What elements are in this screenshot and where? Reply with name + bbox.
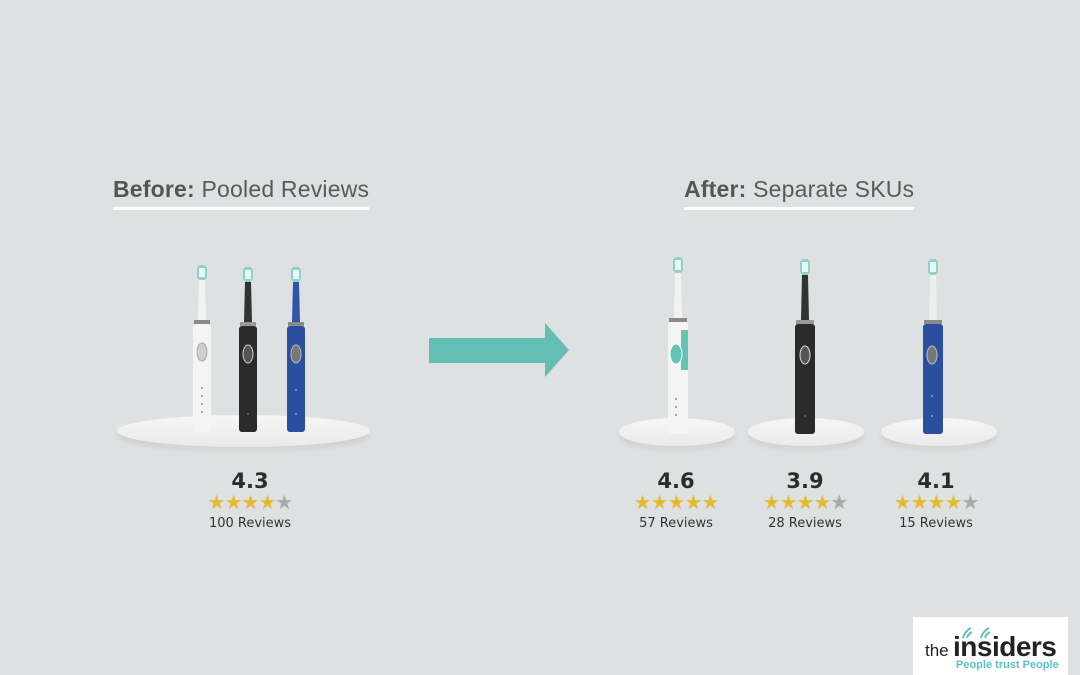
review-count: 57 Reviews bbox=[639, 516, 713, 531]
star-empty-icon: ★ bbox=[961, 490, 979, 514]
star-icon: ★ bbox=[813, 490, 831, 514]
star-empty-icon: ★ bbox=[275, 490, 293, 514]
star-icon: ★ bbox=[779, 490, 798, 514]
star-icon: ★ bbox=[224, 490, 243, 514]
toothbrush-black bbox=[795, 259, 815, 434]
star-icon: ★ bbox=[762, 490, 781, 514]
star-icon: ★ bbox=[701, 490, 719, 514]
logo-insiders: insiders bbox=[953, 631, 1057, 662]
after-heading: After: Separate SKUs bbox=[684, 176, 915, 210]
sku-rating-black: 3.9 ★★★★★ 28 Reviews bbox=[740, 470, 870, 531]
star-icon: ★ bbox=[910, 490, 929, 514]
toothbrush-blue bbox=[923, 259, 943, 434]
toothbrush-white-teal bbox=[668, 257, 688, 434]
star-rating: ★★★★★ bbox=[871, 492, 1001, 512]
pooled-rating: 4.3 ★★★★★ 100 Reviews bbox=[185, 470, 315, 531]
the-insiders-logo: the insiders People trust People bbox=[913, 617, 1068, 675]
star-icon: ★ bbox=[893, 490, 912, 514]
toothbrush-blue bbox=[287, 267, 305, 432]
before-heading: Before: Pooled Reviews bbox=[113, 176, 370, 210]
sku-rating-blue: 4.1 ★★★★★ 15 Reviews bbox=[871, 470, 1001, 531]
star-icon: ★ bbox=[667, 490, 686, 514]
star-icon: ★ bbox=[927, 490, 946, 514]
review-count: 100 Reviews bbox=[208, 516, 292, 531]
logo-the: the bbox=[925, 641, 949, 660]
star-icon: ★ bbox=[944, 490, 962, 514]
signal-waves-icon bbox=[962, 627, 991, 639]
star-rating: ★★★★★ bbox=[740, 492, 870, 512]
star-icon: ★ bbox=[633, 490, 652, 514]
toothbrush-white bbox=[193, 265, 211, 432]
star-icon: ★ bbox=[207, 490, 226, 514]
star-rating: ★★★★★ bbox=[611, 492, 741, 512]
star-icon: ★ bbox=[650, 490, 669, 514]
rating-score: 3.9 bbox=[786, 469, 824, 493]
toothbrush-black bbox=[239, 267, 257, 432]
star-icon: ★ bbox=[796, 490, 815, 514]
logo-tagline: People trust People bbox=[956, 659, 1059, 671]
sku-rating-white: 4.6 ★★★★★ 57 Reviews bbox=[611, 470, 741, 531]
right-arrow-icon bbox=[429, 323, 569, 377]
star-icon: ★ bbox=[258, 490, 276, 514]
star-rating: ★★★★★ bbox=[185, 492, 315, 512]
review-count: 15 Reviews bbox=[899, 516, 973, 531]
star-empty-icon: ★ bbox=[830, 490, 848, 514]
review-count: 28 Reviews bbox=[768, 516, 842, 531]
rating-score: 4.3 bbox=[231, 469, 269, 493]
rating-score: 4.1 bbox=[917, 469, 955, 493]
star-icon: ★ bbox=[241, 490, 260, 514]
star-icon: ★ bbox=[684, 490, 702, 514]
rating-score: 4.6 bbox=[657, 469, 695, 493]
